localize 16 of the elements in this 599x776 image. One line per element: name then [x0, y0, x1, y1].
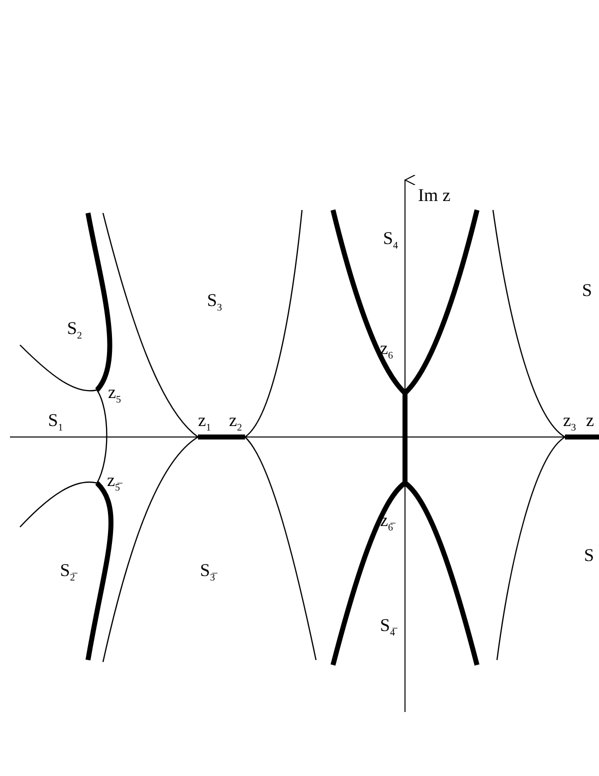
- point-label: z$_{5̅}$: [107, 470, 120, 499]
- region-label: S: [582, 280, 592, 300]
- region-label: S$_{4}$: [383, 228, 398, 254]
- region-label: S$_{3̅}$: [200, 560, 216, 586]
- axis-label: Im z: [418, 185, 450, 205]
- region-label: S$_{1}$: [48, 410, 64, 436]
- point-label: S$_{2}$: [67, 318, 82, 344]
- point-label: S: [584, 545, 594, 565]
- point-label: z$_{3}$: [563, 410, 576, 436]
- point-label: S$_{3}$: [207, 290, 222, 316]
- point-label: z$_{1}$: [198, 410, 211, 436]
- point-label: z$_{5}$: [108, 382, 121, 408]
- region-label: S$_{4̅}$: [380, 615, 396, 641]
- region-label: z$_{2}$: [229, 410, 242, 436]
- region-label: z: [586, 410, 594, 430]
- point-label: S$_{2̅}$: [60, 560, 76, 586]
